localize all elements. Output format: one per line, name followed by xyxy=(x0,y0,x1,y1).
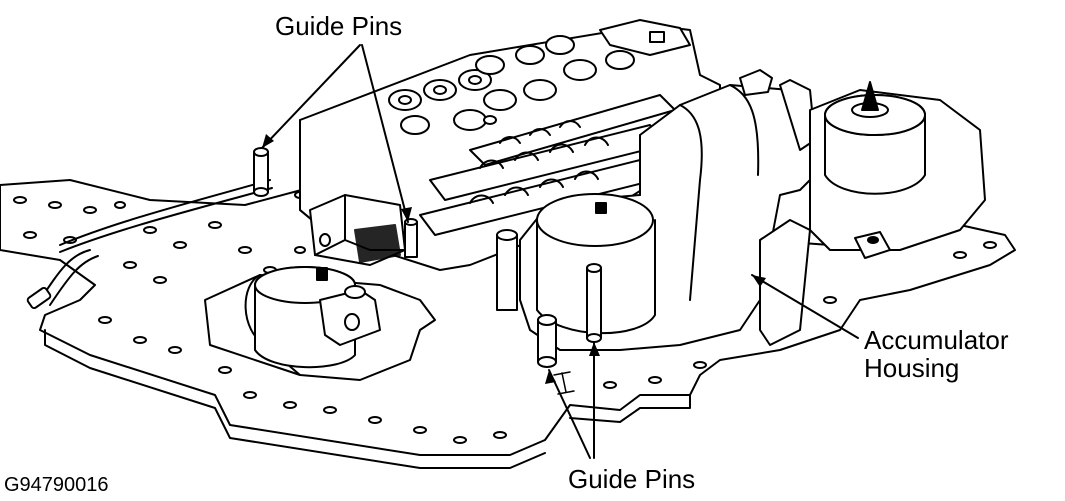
accumulator-housing-label: Accumulator Housing xyxy=(864,326,1009,382)
bore-plugs xyxy=(388,35,635,135)
end-cover xyxy=(809,81,986,259)
guide-pins-top-label: Guide Pins xyxy=(275,11,403,41)
solenoid-block xyxy=(309,194,406,266)
accumulator-label-line1: Accumulator xyxy=(864,325,1009,355)
spool-valves xyxy=(419,94,676,236)
guide-pin-middle xyxy=(404,218,418,258)
accumulator-label-line2: Housing xyxy=(864,353,960,383)
figure-code: G94790016 xyxy=(4,474,109,496)
callout-lines xyxy=(261,44,859,459)
callout-arrowheads xyxy=(262,134,766,384)
guide-pins-bottom xyxy=(537,263,602,395)
guide-pin-top-left xyxy=(253,147,269,197)
guide-pins-bottom-label: Guide Pins xyxy=(568,464,696,494)
servo-assembly xyxy=(204,266,436,381)
wire-harness xyxy=(26,179,273,310)
support-column xyxy=(496,229,518,311)
